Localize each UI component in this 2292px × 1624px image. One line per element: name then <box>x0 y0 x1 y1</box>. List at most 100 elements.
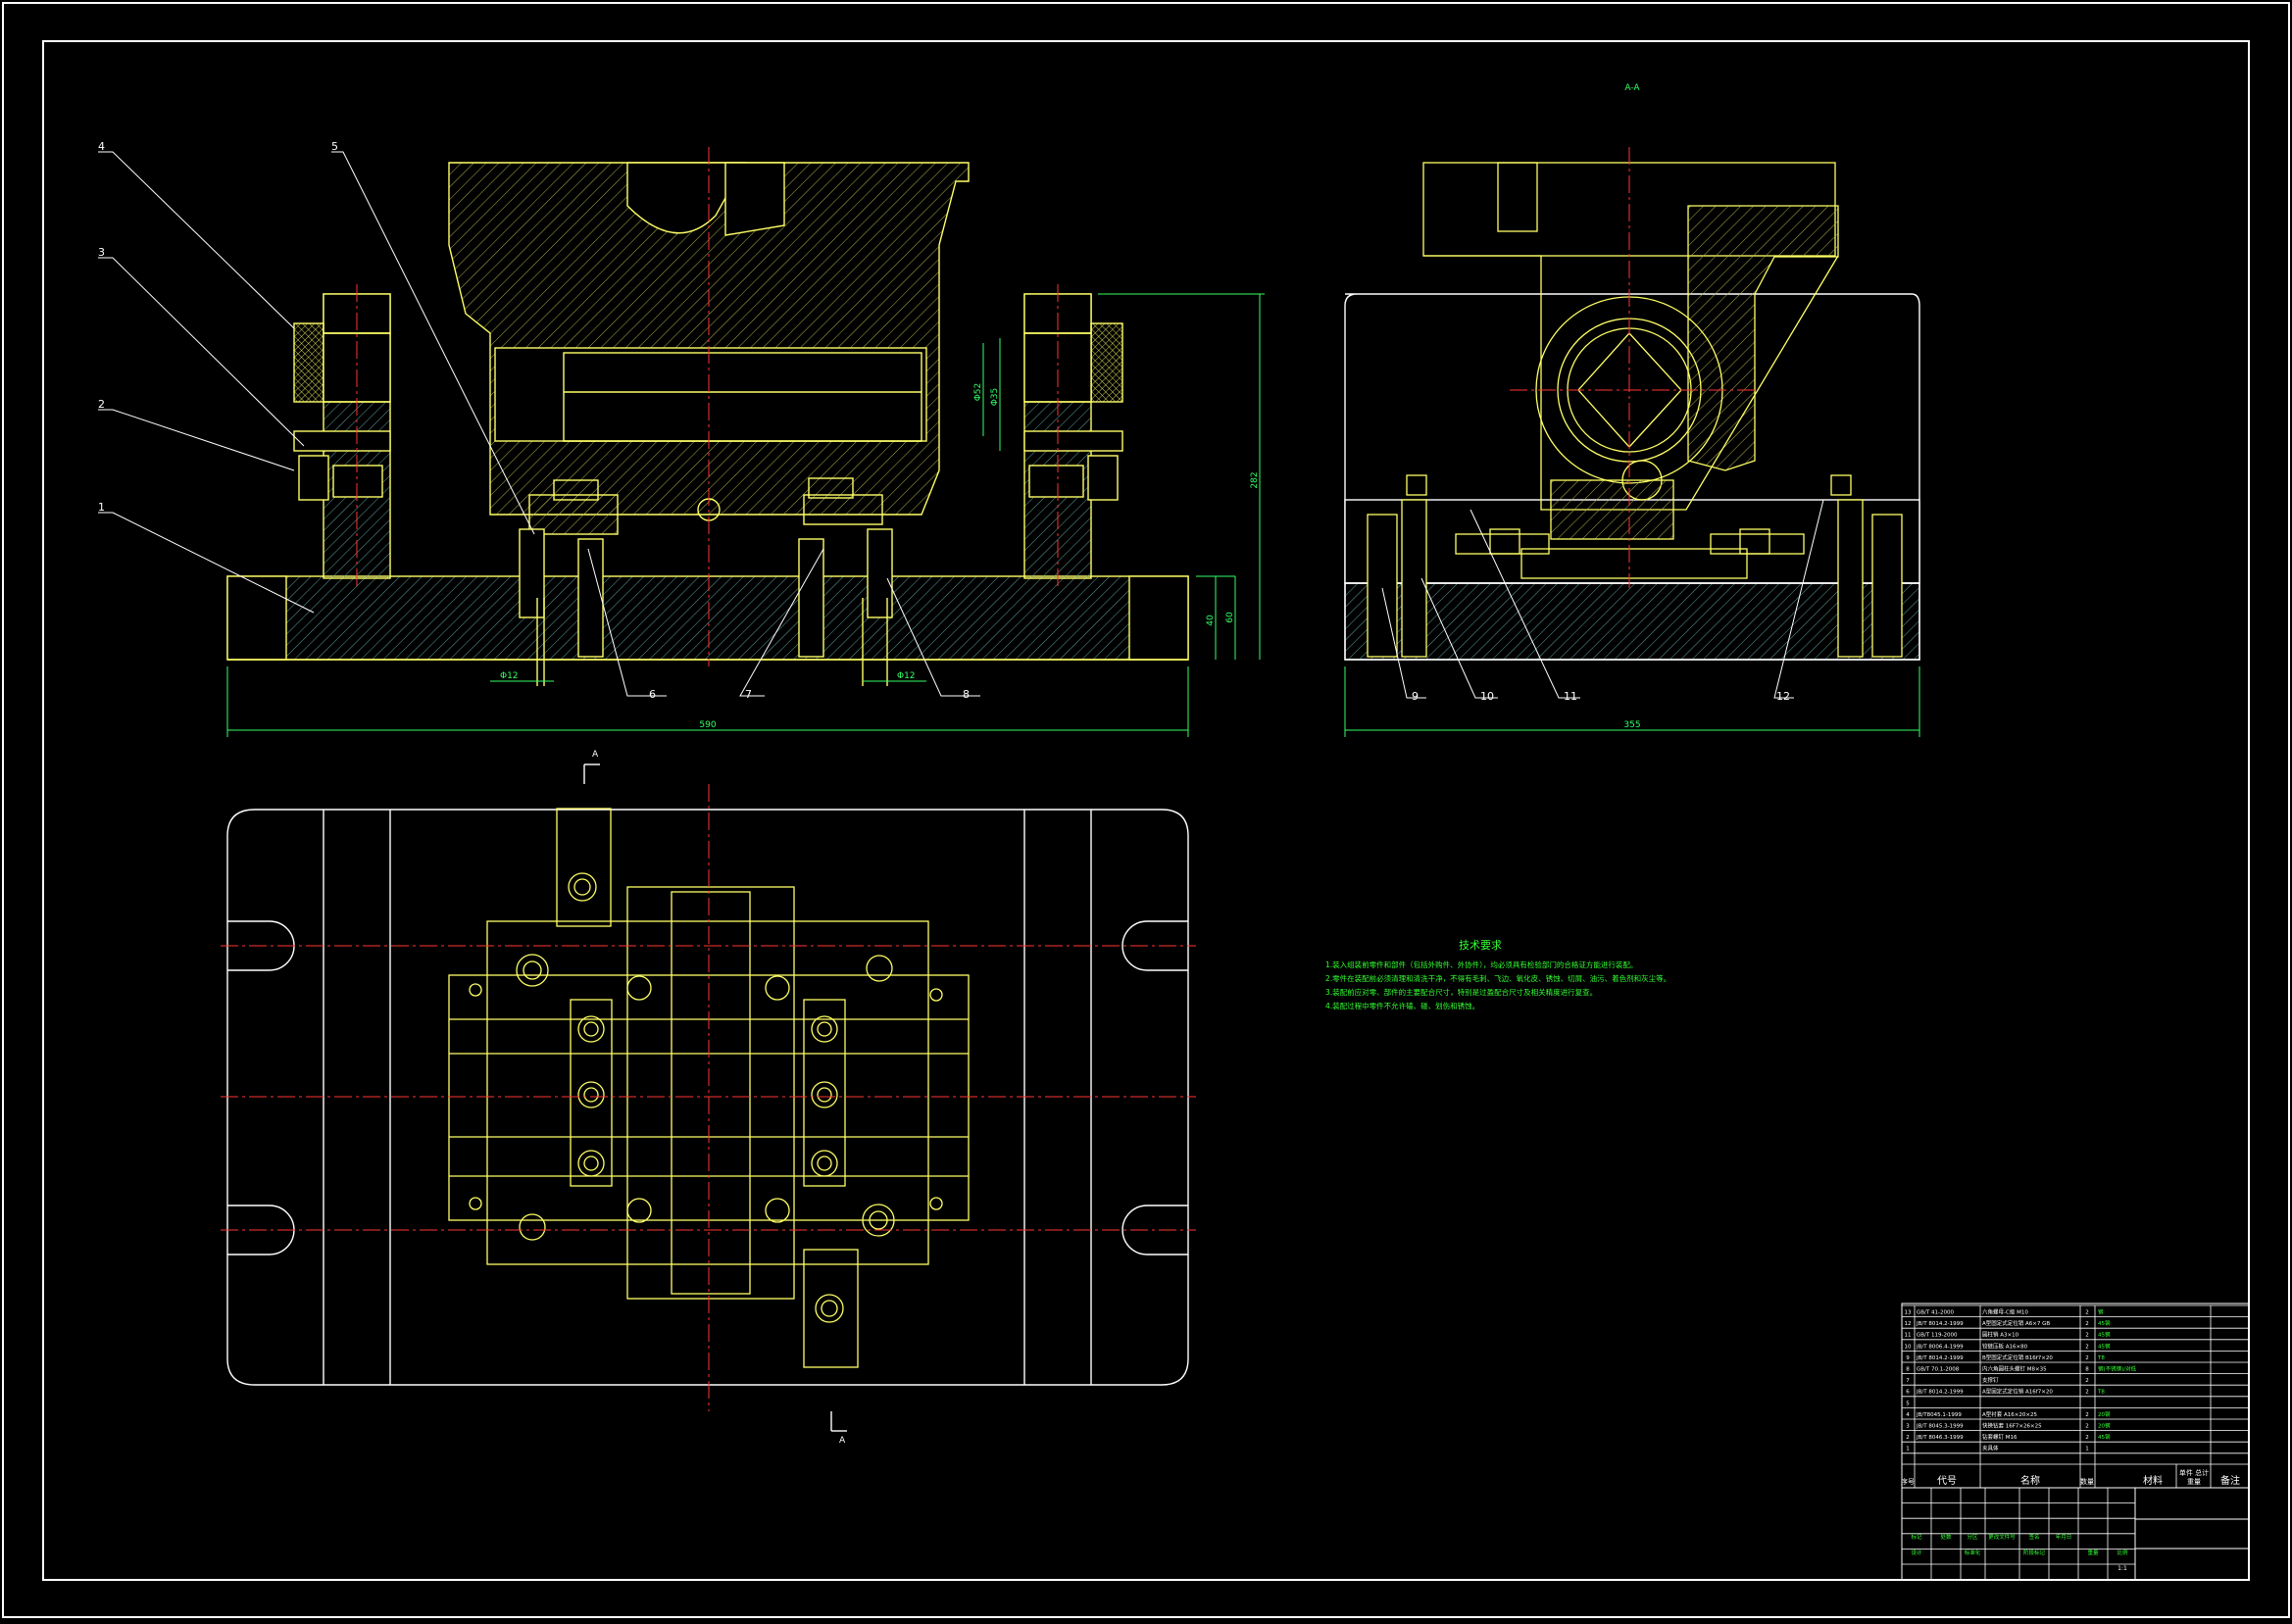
bom-cell: 45钢 <box>2098 1433 2111 1441</box>
bom-cell: 45钢 <box>2098 1331 2111 1339</box>
bom-cell: JB/T 8014.2-1999 <box>1916 1355 1964 1361</box>
title-label: 年月日 <box>2056 1533 2072 1541</box>
title-scale: 1:1 <box>2118 1565 2127 1572</box>
balloon-6: 6 <box>649 688 656 701</box>
bom-cell: A型衬套 A16×20×25 <box>1982 1410 2037 1418</box>
bom-cell: 铰链压板 A16×80 <box>1982 1342 2028 1350</box>
bom-cell: GB/T 70.1-2008 <box>1917 1367 1960 1373</box>
bom-cell: 2 <box>2085 1333 2089 1339</box>
bom-header: 备注 <box>2220 1474 2240 1487</box>
bom-cell: 2 <box>2085 1321 2089 1327</box>
bom-cell: 圆柱销 A3×10 <box>1982 1331 2019 1339</box>
bom-cell: 7 <box>1906 1378 1910 1384</box>
bom-cell: A型固定式定位销 A16f7×20 <box>1982 1388 2053 1396</box>
bom-cell: 支撑钉 <box>1982 1376 1999 1384</box>
front-leaders <box>98 151 980 697</box>
front-view <box>226 162 1189 686</box>
bom-cell: JB/T 8045.3-1999 <box>1916 1424 1964 1430</box>
bom-cell: 2 <box>2085 1344 2089 1350</box>
dim-vertical-1: Φ52 <box>973 383 983 402</box>
balloon-11: 11 <box>1564 690 1577 703</box>
bom-cell: 夹具体 <box>1982 1445 1999 1452</box>
front-dimension-texts: 590 282 40 60 Φ52 Φ35 Φ12 Φ12 <box>500 383 1260 730</box>
bom-cell: 20钢 <box>2098 1410 2111 1418</box>
bom-cell: T8 <box>2097 1390 2105 1396</box>
title-label: 处数 <box>1940 1533 1952 1541</box>
dim-side-width: 355 <box>1623 720 1640 730</box>
front-balloons: 4 3 2 1 5 6 7 8 <box>98 140 970 701</box>
bom-cell: 3 <box>1906 1424 1910 1430</box>
bom-cell: 1 <box>1906 1447 1910 1452</box>
section-label: A-A <box>1624 83 1640 93</box>
side-balloons: 9 10 11 12 <box>1412 690 1790 703</box>
bom-header: 代号 <box>1937 1475 1957 1487</box>
bom-header: 材料 <box>2143 1474 2163 1487</box>
bom-cell: 8 <box>1906 1367 1910 1373</box>
dim-front-width: 590 <box>699 720 716 730</box>
balloon-1: 1 <box>98 501 105 514</box>
title-label: 分区 <box>1967 1533 1978 1541</box>
bom-cell: 内六角圆柱头螺钉 M8×35 <box>1982 1365 2047 1373</box>
bom-cell: 2 <box>2085 1435 2089 1441</box>
top-centerlines <box>221 784 1196 1411</box>
bom-header: 名称 <box>2020 1474 2040 1487</box>
bom-cell: B型固定式定位销 B16f7×20 <box>1982 1353 2053 1361</box>
bom-cell: JB/T 8014.2-1999 <box>1916 1321 1964 1327</box>
balloon-8: 8 <box>963 688 970 701</box>
bom-cell: 钻套螺钉 M16 <box>1982 1433 2018 1441</box>
bom-cell: JB/T 8046.3-1999 <box>1916 1435 1964 1441</box>
bom-grid <box>1901 1304 2250 1488</box>
technical-notes: 技术要求 1.装入组装前零件和部件（包括外购件、外协件），均必须具有检验部门的合… <box>1325 939 1670 1010</box>
notes-line-1: 1.装入组装前零件和部件（包括外购件、外协件），均必须具有检验部门的合格证方能进… <box>1325 960 1637 969</box>
front-dimensions <box>226 293 1265 737</box>
bom-cell: 10 <box>1905 1344 1912 1350</box>
title-label: 重量 <box>2087 1549 2099 1556</box>
dim-vertical-2: Φ35 <box>990 388 1000 407</box>
top-holes <box>469 872 943 1323</box>
bom-cell: 2 <box>2085 1390 2089 1396</box>
bom-cell: 9 <box>1906 1355 1910 1361</box>
title-block: 标记处数分区更改文件号签名年月日设计标准化阶段标记重量比例1:1 <box>1902 1487 2135 1580</box>
bom-cell: 钢 <box>2098 1308 2104 1316</box>
bom-cell: 4 <box>1906 1412 1910 1418</box>
title-label: 更改文件号 <box>1988 1533 2016 1541</box>
bom-cell: 2 <box>2085 1355 2089 1361</box>
bom-cell: A型固定式定位销 A6×7 GB <box>1982 1319 2050 1327</box>
dim-base-2: 60 <box>1225 612 1235 623</box>
front-centerlines <box>356 147 1059 666</box>
title-label: 标记 <box>1911 1533 1922 1541</box>
bom-cell: 13 <box>1905 1310 1912 1316</box>
side-dimensions <box>1344 666 1920 737</box>
balloon-2: 2 <box>98 398 105 411</box>
bom-cell: 六角螺母-C级 M10 <box>1982 1308 2028 1316</box>
bom-cell: GB/T 119-2000 <box>1917 1333 1958 1339</box>
bom-cell: 20钢 <box>2098 1422 2111 1430</box>
bom-cell: 45钢 <box>2098 1319 2111 1327</box>
bom-header: 序号 <box>1901 1477 1915 1486</box>
bom-cell: JB/T 8006.4-1999 <box>1916 1344 1964 1350</box>
title-label: 阶段标记 <box>2023 1549 2046 1556</box>
balloon-12: 12 <box>1776 690 1790 703</box>
bom-cell: 2 <box>2085 1378 2089 1384</box>
section-marker-bottom: A <box>839 1436 846 1446</box>
bom-cell: 12 <box>1905 1321 1912 1327</box>
dim-small-2: Φ12 <box>897 671 916 681</box>
side-centerlines <box>1510 147 1755 588</box>
bom-cell: 6 <box>1906 1390 1910 1396</box>
bom-cell: GB/T 41-2000 <box>1917 1310 1954 1316</box>
side-view <box>1344 293 1920 661</box>
title-label: 比例 <box>2117 1549 2128 1556</box>
dim-front-height: 282 <box>1250 471 1260 488</box>
dim-base-1: 40 <box>1206 615 1216 626</box>
bom-cell: 2 <box>2085 1424 2089 1430</box>
balloon-10: 10 <box>1480 690 1494 703</box>
bom-header: 重量 <box>2187 1478 2201 1486</box>
bom-cell: 2 <box>2085 1310 2089 1316</box>
bom-cell: 快换钻套 16F7×26×25 <box>1982 1422 2042 1430</box>
bom-header: 单件 总计 <box>2179 1468 2209 1477</box>
bom-cell: 2 <box>2085 1412 2089 1418</box>
